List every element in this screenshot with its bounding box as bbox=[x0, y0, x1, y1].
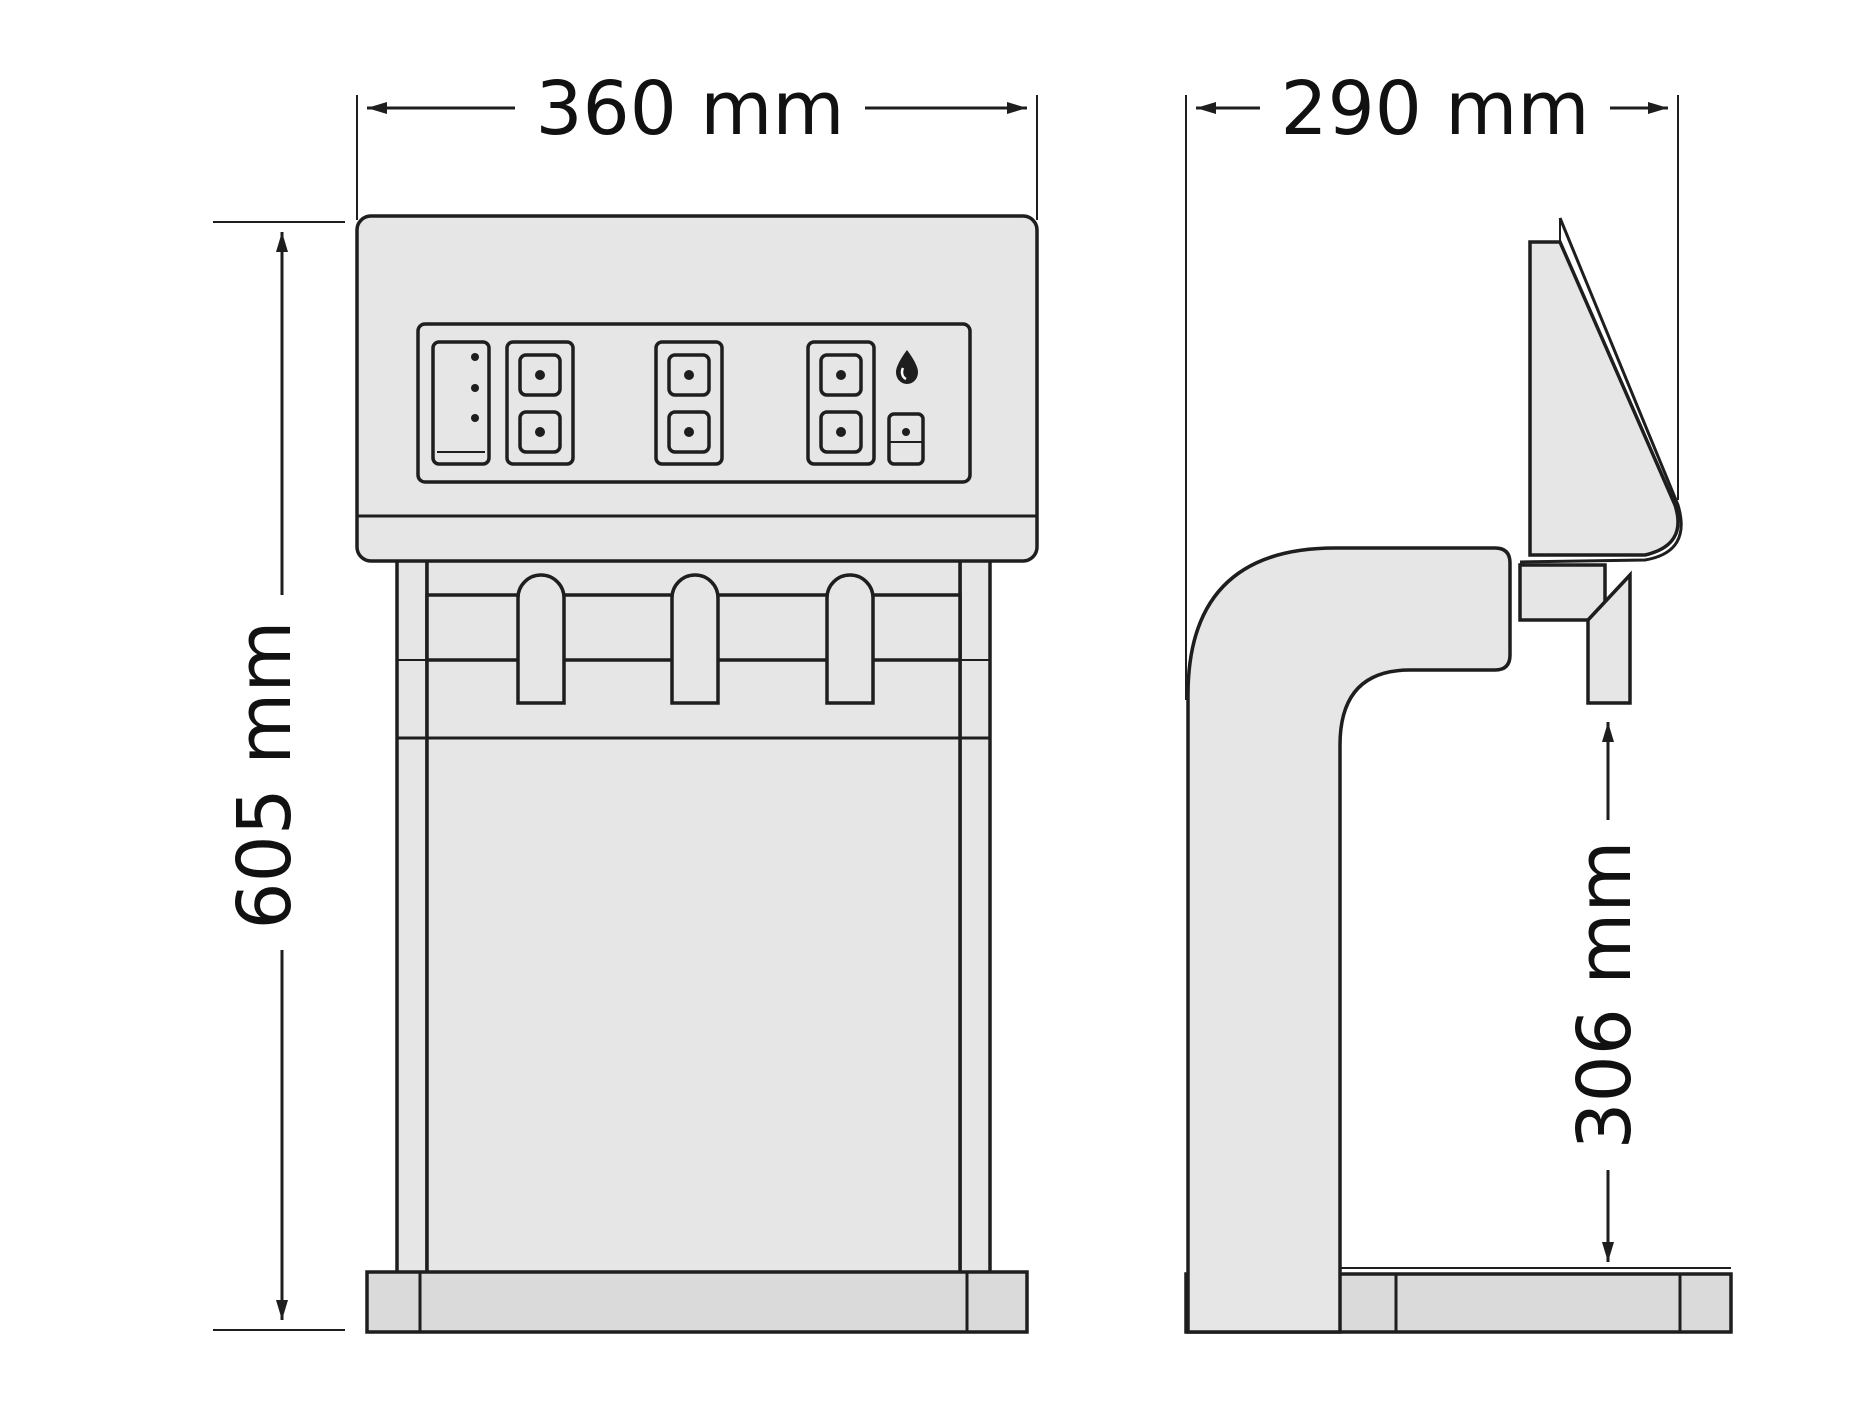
front-base bbox=[365, 1270, 1029, 1334]
side-depth-dimension: 290 mm bbox=[1185, 66, 1679, 700]
side-tap-spout bbox=[1586, 570, 1632, 705]
side-head-unit bbox=[1528, 240, 1680, 557]
tap-2 bbox=[670, 573, 720, 705]
total-height-label: 605 mm bbox=[222, 621, 308, 930]
button-dot bbox=[836, 427, 846, 437]
button-dot bbox=[684, 370, 694, 380]
left-leg bbox=[395, 553, 429, 1277]
button-dot bbox=[684, 427, 694, 437]
front-width-dimension: 360 mm bbox=[356, 66, 1038, 220]
drop-highlight bbox=[900, 367, 907, 381]
button-group-2 bbox=[654, 340, 724, 466]
button-group-3 bbox=[806, 340, 876, 466]
status-led-1 bbox=[471, 353, 479, 361]
side-head-lid bbox=[1519, 217, 1683, 564]
button-group-1 bbox=[505, 340, 575, 466]
tap-1 bbox=[516, 573, 566, 705]
tap-3 bbox=[825, 573, 875, 705]
curved-column bbox=[1186, 546, 1512, 1334]
button-dot bbox=[535, 427, 545, 437]
button-dot bbox=[535, 370, 545, 380]
tap-clearance-dimension: 306 mm bbox=[1562, 722, 1648, 1262]
right-leg bbox=[958, 553, 992, 1277]
front-width-label: 360 mm bbox=[536, 66, 845, 152]
front-view bbox=[355, 214, 1039, 1334]
button-dot bbox=[902, 428, 910, 436]
side-tap-body bbox=[1518, 563, 1607, 622]
tap-clearance-label: 306 mm bbox=[1562, 841, 1648, 1150]
status-led-3 bbox=[471, 414, 479, 422]
side-view bbox=[1184, 217, 1733, 1334]
button-dot bbox=[836, 370, 846, 380]
water-button[interactable] bbox=[887, 412, 925, 466]
side-depth-label: 290 mm bbox=[1281, 66, 1590, 152]
total-height-dimension: 605 mm bbox=[213, 221, 345, 1331]
status-led-2 bbox=[471, 384, 479, 392]
status-display bbox=[431, 340, 491, 466]
